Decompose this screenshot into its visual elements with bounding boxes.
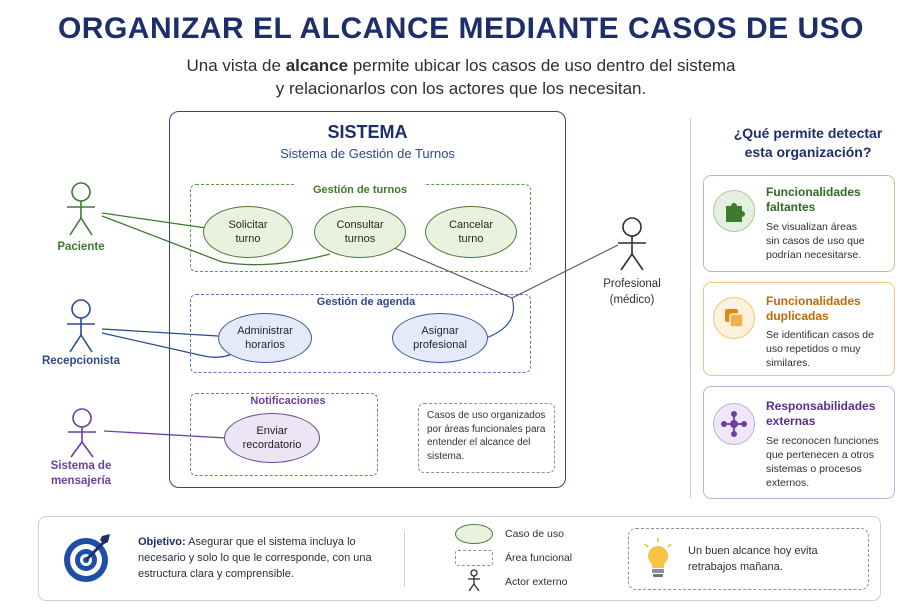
use-case-asignar-profesional[interactable]: Asignar profesional xyxy=(392,313,488,363)
card-text-line: similares. xyxy=(766,357,811,369)
actor-recepcionista-figure xyxy=(67,299,95,353)
card-text-line: podrían necesitarse. xyxy=(766,249,862,261)
use-case-cancelar-turno[interactable]: Cancelar turno xyxy=(425,206,517,258)
card-text-line: sin casos de uso que xyxy=(766,235,865,247)
area-notificaciones xyxy=(190,393,378,476)
use-case-label: Enviar xyxy=(256,425,288,437)
use-case-label: Consultar xyxy=(336,219,384,231)
lightbulb-icon xyxy=(644,538,672,577)
card-heading-line: Funcionalidades xyxy=(766,294,861,308)
legend-use-case-label: Caso de uso xyxy=(505,528,564,540)
system-subtitle: Sistema de Gestión de Turnos xyxy=(280,146,455,161)
actor-mensajeria-figure xyxy=(68,408,96,458)
use-case-administrar-horarios[interactable]: Administrar horarios xyxy=(218,313,312,363)
card-text-line: Se reconocen funciones xyxy=(766,435,879,447)
area-notificaciones-label: Notificaciones xyxy=(236,395,340,407)
card-funcionalidades-duplicadas: Funcionalidades duplicadas Se identifica… xyxy=(703,282,895,376)
line-consultar-profesional xyxy=(391,246,513,299)
actor-mensajeria-label: Sistema de mensajería xyxy=(31,459,131,489)
card-text: Se reconocen funciones que pertenecen a … xyxy=(766,434,894,490)
actor-label-line: (médico) xyxy=(609,294,655,306)
card-heading: Responsabilidades externas xyxy=(766,399,894,429)
use-case-label: turno xyxy=(235,233,261,245)
use-case-label: Administrar xyxy=(237,325,293,337)
card-text-line: que pertenecen a otros xyxy=(766,449,874,461)
system-title: SISTEMA xyxy=(327,122,408,142)
line-paciente-consultar xyxy=(101,215,331,266)
objective-text: Objetivo: Asegurar que el sistema incluy… xyxy=(138,534,400,582)
legend-actor-icon xyxy=(468,569,480,592)
diagram-note: Casos de uso organizados por áreas funci… xyxy=(418,403,555,473)
subtitle-emphasis: alcance xyxy=(285,56,349,75)
use-case-label: Asignar xyxy=(421,325,459,337)
card-heading-line: faltantes xyxy=(766,200,816,214)
actor-profesional-figure xyxy=(618,217,646,271)
area-gestion-turnos-label: Gestión de turnos xyxy=(296,184,424,196)
card-funcionalidades-faltantes: Funcionalidades faltantes Se visualizan … xyxy=(703,175,895,272)
legend-area-label: Área funcional xyxy=(505,552,573,564)
card-heading-line: duplicadas xyxy=(766,309,829,323)
subtitle-text: y relacionarlos con los actores que los … xyxy=(275,79,647,98)
actor-profesional-label: Profesional (médico) xyxy=(587,276,677,308)
right-panel-title-line: esta organización? xyxy=(744,144,872,160)
actor-paciente-label: Paciente xyxy=(57,241,105,253)
line-paciente-solicitar xyxy=(101,212,207,229)
tip-text: Un buen alcance hoy evita retrabajos mañ… xyxy=(688,545,818,573)
use-case-solicitar-turno[interactable]: Solicitar turno xyxy=(203,206,293,258)
subtitle-text: Una vista de xyxy=(186,56,286,75)
card-text: Se visualizan áreas sin casos de uso que… xyxy=(766,220,894,262)
actor-recepcionista-label: Recepcionista xyxy=(42,355,120,367)
actor-label-line: mensajería xyxy=(50,475,112,487)
bottom-panel xyxy=(38,516,881,601)
subtitle-text: permite ubicar los casos de uso dentro d… xyxy=(348,56,736,75)
duplicate-icon xyxy=(713,297,755,339)
puzzle-icon xyxy=(713,190,755,232)
actor-label-line: Profesional xyxy=(603,278,661,290)
use-case-label: recordatorio xyxy=(242,439,302,451)
line-profesional-asignar xyxy=(485,297,514,339)
card-responsabilidades-externas: Responsabilidades externas Se reconocen … xyxy=(703,386,895,499)
card-text: Se identifican casos de uso repetidos o … xyxy=(766,328,894,370)
line-recepcionista-administrar xyxy=(101,328,219,337)
use-case-label: turno xyxy=(458,233,484,245)
card-text-line: sistemas o procesos xyxy=(766,463,862,475)
card-heading-line: Responsabilidades xyxy=(766,399,876,413)
objective-description: Asegurar que el sistema incluya lo neces… xyxy=(138,536,372,580)
area-gestion-agenda-label: Gestión de agenda xyxy=(302,296,430,308)
use-case-consultar-turnos[interactable]: Consultar turnos xyxy=(314,206,406,258)
card-heading-line: externas xyxy=(766,414,816,428)
card-text-line: externos. xyxy=(766,477,810,489)
use-case-enviar-recordatorio[interactable]: Enviar recordatorio xyxy=(224,413,320,463)
objective-label: Objetivo: xyxy=(138,536,186,548)
area-gestion-agenda xyxy=(190,294,531,373)
tip-box xyxy=(628,528,869,590)
system-boundary xyxy=(169,111,566,488)
panel-divider xyxy=(690,118,692,498)
actor-paciente-figure xyxy=(67,182,95,236)
use-case-label: turnos xyxy=(344,233,376,245)
right-panel-title: ¿Qué permite detectar esta organización? xyxy=(696,124,920,162)
target-icon xyxy=(64,534,110,582)
page-subtitle: Una vista de alcance permite ubicar los … xyxy=(0,54,922,100)
right-panel-title-line: ¿Qué permite detectar xyxy=(733,125,883,141)
page-title: ORGANIZAR EL ALCANCE MEDIANTE CASOS DE U… xyxy=(57,12,865,45)
network-icon xyxy=(713,403,755,445)
card-text-line: Se visualizan áreas xyxy=(766,221,858,233)
line-mensajeria-enviar xyxy=(103,430,227,439)
legend-actor-label: Actor externo xyxy=(505,576,568,588)
legend-use-case-swatch xyxy=(455,524,493,544)
use-case-label: profesional xyxy=(413,339,467,351)
use-case-label: Solicitar xyxy=(228,219,268,231)
card-heading: Funcionalidades faltantes xyxy=(766,185,891,215)
card-heading-line: Funcionalidades xyxy=(766,185,861,199)
card-heading: Funcionalidades duplicadas xyxy=(766,294,891,324)
use-case-label: Cancelar xyxy=(448,219,494,231)
legend-area-swatch xyxy=(455,550,493,566)
use-case-label: horarios xyxy=(245,339,285,351)
actor-label-line: Sistema de xyxy=(50,460,112,472)
bottom-separator xyxy=(404,531,406,587)
card-text-line: Se identifican casos de xyxy=(766,329,874,341)
card-text-line: uso repetidos o muy xyxy=(766,343,861,355)
